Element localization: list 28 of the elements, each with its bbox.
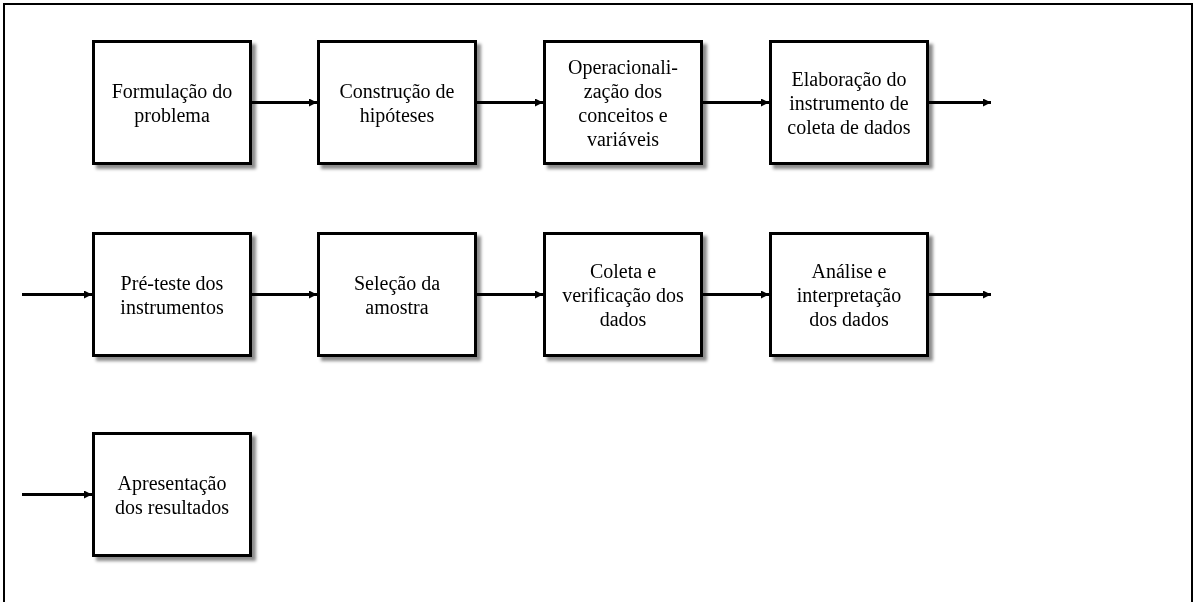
process-box [92, 40, 252, 165]
process-box [769, 40, 929, 165]
arrow [703, 290, 769, 299]
arrow [22, 490, 92, 499]
process-box [543, 232, 703, 357]
process-box [92, 432, 252, 557]
process-box [92, 232, 252, 357]
arrow [929, 290, 991, 299]
arrow [252, 290, 317, 299]
arrow [929, 98, 991, 107]
process-box [543, 40, 703, 165]
step-label: Análise e interpretação dos dados [795, 258, 903, 331]
step-label: Pré-teste dos instrumentos [119, 270, 225, 319]
arrow [703, 98, 769, 107]
arrow [252, 98, 317, 107]
step-label: Formulação do problema [110, 78, 234, 127]
step-label: Apresentação dos resultados [114, 470, 230, 519]
step-label: Seleção da amostra [352, 270, 442, 319]
process-box [317, 232, 477, 357]
process-box [317, 40, 477, 165]
step-label: Operacionali-zação dos conceitos e variáveis [567, 54, 679, 151]
step-label: Coleta e verificação dos dados [561, 258, 685, 331]
arrow [22, 290, 92, 299]
step-label: Elaboração do instrumento de coleta de dados [786, 66, 912, 139]
step-label: Construção de hipóteses [338, 78, 456, 127]
arrow [477, 98, 543, 107]
arrow [477, 290, 543, 299]
process-box [769, 232, 929, 357]
